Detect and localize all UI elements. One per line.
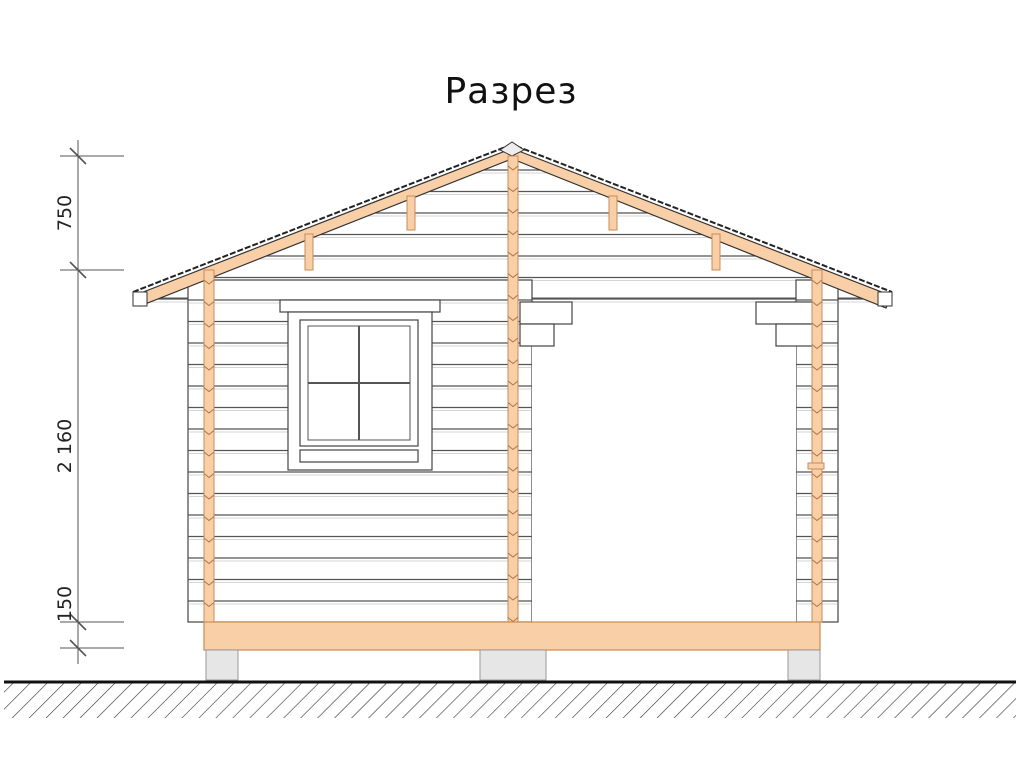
gable-studs xyxy=(304,195,721,271)
floor-beam xyxy=(203,621,821,651)
eave-right xyxy=(877,291,893,307)
ridge-cap xyxy=(499,141,525,157)
eave-left xyxy=(132,291,148,307)
dimension-base-height: 150 xyxy=(54,586,76,622)
porch-lintel-left xyxy=(519,301,573,347)
window xyxy=(279,299,441,471)
porch-opening xyxy=(532,345,796,622)
porch-lintel-right xyxy=(755,301,819,347)
dimension-wall-height: 2 160 xyxy=(54,419,76,473)
roof-top-line-left xyxy=(132,145,509,293)
dimension-chain xyxy=(60,140,124,664)
dimension-roof-height: 750 xyxy=(54,195,76,231)
door-handle xyxy=(807,462,825,470)
ground-hatch xyxy=(4,682,1016,718)
drawing-title: Разрез xyxy=(444,71,577,112)
roof-top-line-right xyxy=(515,145,893,293)
foundation-pads xyxy=(205,649,821,681)
